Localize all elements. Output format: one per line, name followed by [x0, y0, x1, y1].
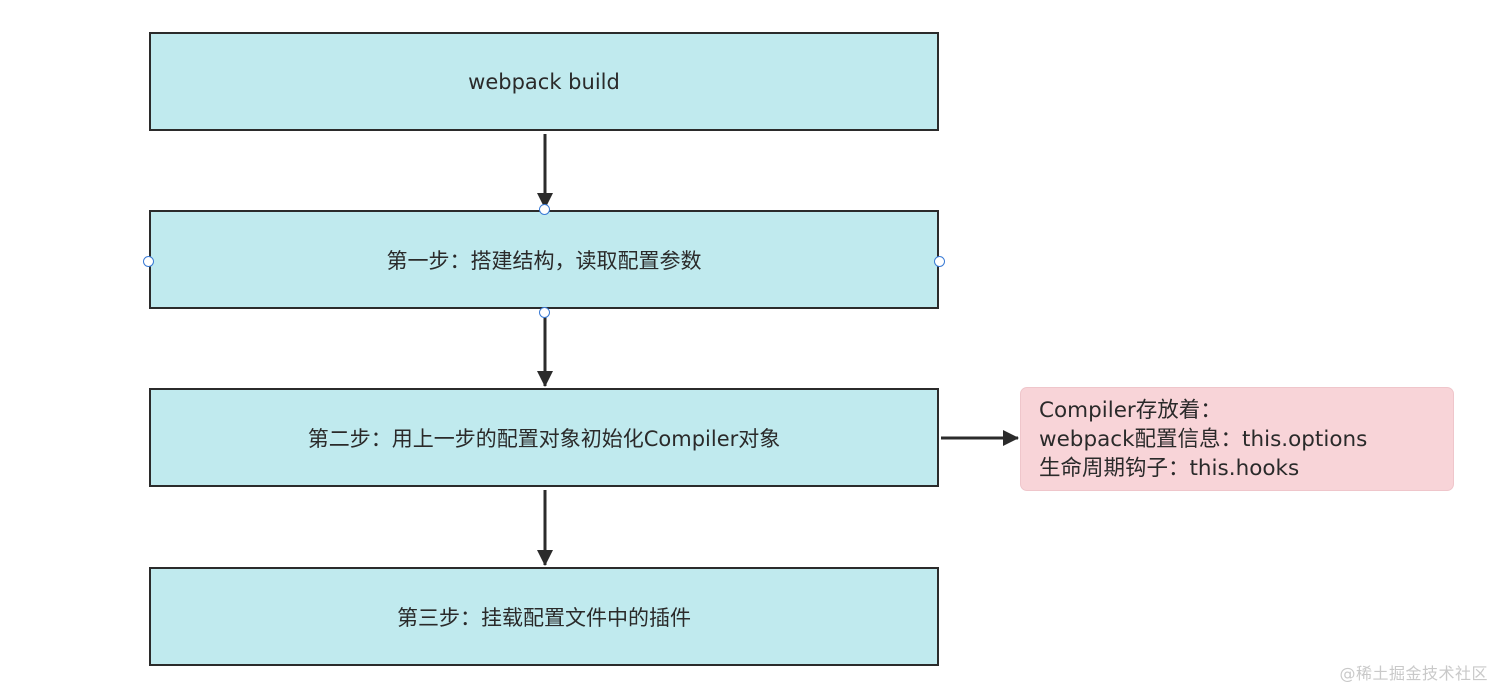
- note-compiler-info[interactable]: Compiler存放着： webpack配置信息：this.options 生命…: [1020, 387, 1454, 491]
- selection-handle-left[interactable]: [143, 256, 154, 267]
- selection-handle-right[interactable]: [934, 256, 945, 267]
- note-line: Compiler存放着：: [1039, 398, 1222, 423]
- note-line: 生命周期钩子：this.hooks: [1039, 456, 1300, 481]
- step-label: 第三步：挂载配置文件中的插件: [397, 605, 691, 630]
- step-box-step-two[interactable]: 第二步：用上一步的配置对象初始化Compiler对象: [149, 388, 939, 487]
- selection-handle-top[interactable]: [539, 204, 550, 215]
- step-box-step-three[interactable]: 第三步：挂载配置文件中的插件: [149, 567, 939, 666]
- note-line: webpack配置信息：this.options: [1039, 427, 1368, 452]
- step-label: 第二步：用上一步的配置对象初始化Compiler对象: [307, 426, 781, 451]
- step-box-webpack-build[interactable]: webpack build: [149, 32, 939, 131]
- step-label: 第一步：搭建结构，读取配置参数: [386, 248, 702, 273]
- selection-handle-bottom[interactable]: [539, 307, 550, 318]
- step-label: webpack build: [468, 69, 620, 94]
- step-box-step-one[interactable]: 第一步：搭建结构，读取配置参数: [149, 210, 939, 309]
- watermark: @稀土掘金技术社区: [1339, 664, 1488, 683]
